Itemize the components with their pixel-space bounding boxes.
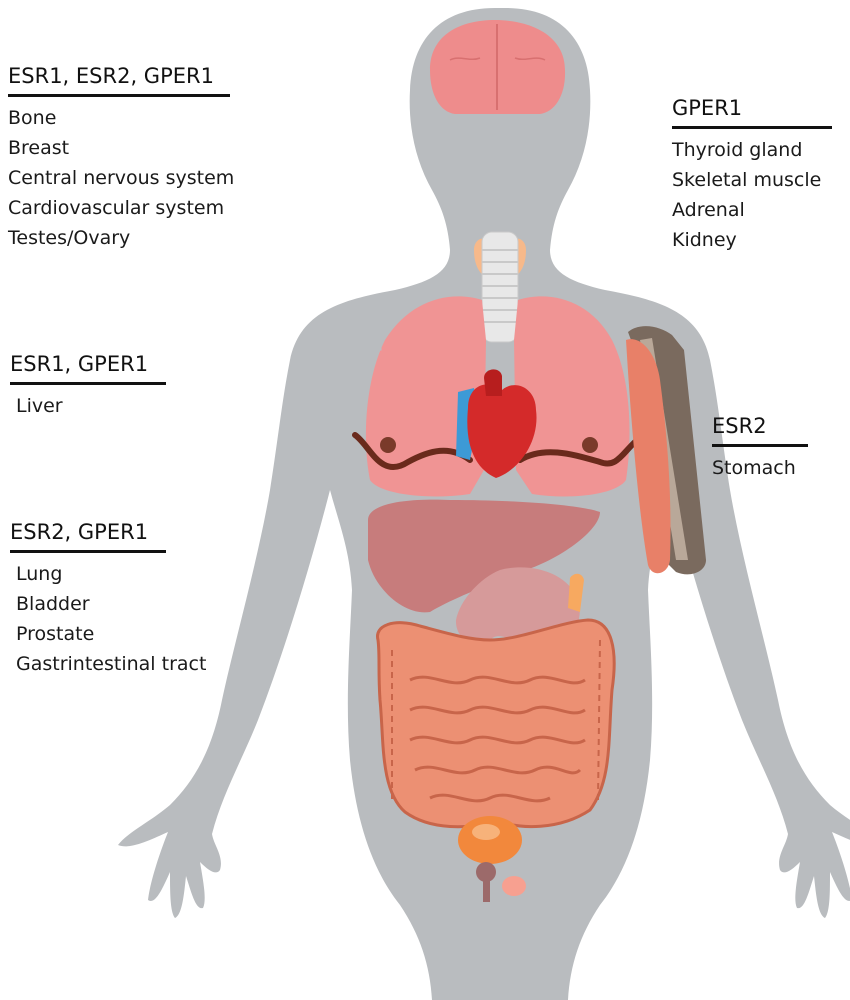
tissue-list: Bone Breast Central nervous system Cardi…: [8, 103, 234, 253]
stomach: [455, 567, 584, 647]
receptor-group-esr1-gper1: ESR1, GPER1 Liver: [10, 352, 166, 421]
intestines: [376, 618, 616, 829]
receptor-header: ESR1, ESR2, GPER1: [8, 64, 230, 97]
tissue-item: Kidney: [672, 229, 737, 251]
tissue-item: Stomach: [712, 457, 796, 479]
tissue-item: Cardiovascular system: [8, 197, 225, 219]
tissue-item: Adrenal: [672, 199, 745, 221]
heart: [456, 369, 537, 478]
liver: [368, 499, 600, 613]
tissue-item: Central nervous system: [8, 167, 235, 189]
tissue-list: Stomach: [712, 453, 808, 483]
tissue-item: Lung: [16, 563, 63, 585]
tissue-item: Testes/Ovary: [8, 227, 131, 249]
tissue-item: Bladder: [16, 593, 90, 615]
thyroid-trachea: [474, 231, 526, 343]
chest-lines: [352, 432, 648, 471]
receptor-header: ESR1, GPER1: [10, 352, 166, 385]
tissue-item: Skeletal muscle: [672, 169, 822, 191]
receptor-group-esr1-esr2-gper1: ESR1, ESR2, GPER1 Bone Breast Central ne…: [8, 64, 234, 253]
tissue-item: Bone: [8, 107, 57, 129]
receptor-header: ESR2: [712, 414, 808, 447]
brain: [430, 20, 566, 114]
tissue-list: Thyroid gland Skeletal muscle Adrenal Ki…: [672, 135, 832, 255]
tissue-list: Liver: [16, 391, 166, 421]
receptor-header: GPER1: [672, 96, 832, 129]
tissue-item: Breast: [8, 137, 70, 159]
receptor-header: ESR2, GPER1: [10, 520, 166, 553]
arm-muscle-bone: [626, 326, 706, 575]
tissue-list: Lung Bladder Prostate Gastrintestinal tr…: [16, 559, 206, 679]
receptor-group-esr2-gper1: ESR2, GPER1 Lung Bladder Prostate Gastri…: [10, 520, 206, 679]
receptor-group-esr2: ESR2 Stomach: [712, 414, 808, 483]
lungs: [365, 296, 630, 497]
receptor-group-gper1: GPER1 Thyroid gland Skeletal muscle Adre…: [672, 96, 832, 255]
bladder-prostate: [458, 816, 526, 902]
tissue-item: Gastrintestinal tract: [16, 653, 207, 675]
tissue-item: Liver: [16, 395, 63, 417]
tissue-item: Thyroid gland: [672, 139, 803, 161]
tissue-item: Prostate: [16, 623, 95, 645]
